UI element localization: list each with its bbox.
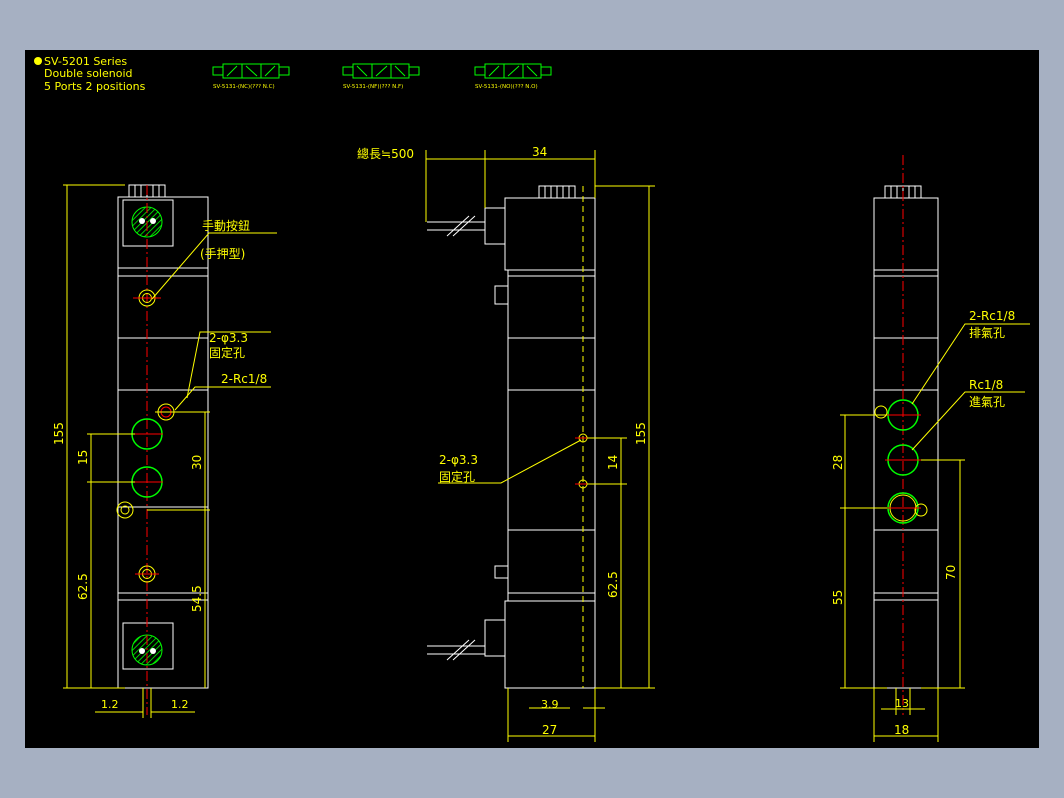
- valve-symbol-nf: SV-5131-(NF)(??? N.F): [342, 63, 420, 90]
- right-dim-18: 18: [894, 723, 909, 737]
- series-title: SV-5201 Series: [44, 55, 127, 68]
- left-dim-30: 30: [190, 455, 204, 470]
- left-dim-155: 155: [52, 422, 66, 445]
- symbol-nc-caption: SV-5131-(NC)(??? N.C): [213, 84, 275, 90]
- right-dim-55: 55: [831, 590, 845, 605]
- right-inlet-label: 進氣孔: [969, 395, 1005, 409]
- valve-symbol-no: SV-5131-(NO)(??? N.O): [474, 63, 552, 90]
- middle-dim-62-5: 62.5: [606, 571, 620, 598]
- middle-dim-27: 27: [542, 723, 557, 737]
- series-bullet: [34, 57, 42, 65]
- symbol-no-caption: SV-5131-(NO)(??? N.O): [475, 84, 538, 90]
- cable-length-label: 總長≒500: [357, 146, 414, 161]
- left-dim-1-2-b: 1.2: [171, 698, 189, 711]
- manual-button-type: (手押型): [200, 247, 245, 261]
- left-dimensions: [63, 184, 277, 718]
- middle-dim-155: 155: [634, 422, 648, 445]
- series-type: Double solenoid: [44, 67, 133, 80]
- left-port-label: 2-Rc1/8: [221, 372, 267, 386]
- right-mount-hole-1: [874, 405, 888, 419]
- right-dim-13: 13: [895, 697, 909, 710]
- middle-dim-34: 34: [532, 145, 547, 159]
- left-mount-hole-label: 固定孔: [209, 345, 245, 360]
- middle-mount-hole-label: 固定孔: [439, 469, 475, 484]
- left-mount-hole-2: [116, 501, 134, 519]
- manual-button-label: 手動按鈕: [202, 219, 250, 233]
- right-exhaust-label: 排氣孔: [969, 326, 1005, 340]
- left-connector-top: [122, 199, 174, 247]
- series-ports: 5 Ports 2 positions: [44, 80, 146, 93]
- drawing-canvas: SV-5201 Series Double solenoid 5 Ports 2…: [34, 55, 1030, 742]
- middle-dim-3-9: 3.9: [541, 698, 559, 711]
- middle-dimensions: [425, 150, 655, 742]
- middle-body-outline: [427, 185, 596, 689]
- cad-viewport[interactable]: SV-5201 Series Double solenoid 5 Ports 2…: [25, 50, 1039, 748]
- valve-symbol-nc: SV-5131-(NC)(??? N.C): [212, 63, 290, 90]
- left-dim-1-2-a: 1.2: [101, 698, 119, 711]
- middle-dim-14: 14: [606, 455, 620, 470]
- series-header: SV-5201 Series Double solenoid 5 Ports 2…: [34, 55, 146, 93]
- right-dimensions: [840, 323, 1030, 742]
- right-mount-hole-2: [914, 503, 928, 517]
- left-view: 155 15 62.5 30 54.5 1.2 1.2 手動按鈕 (手押型) 2…: [52, 184, 277, 718]
- middle-view: 總長≒500 34 155 14 62.5 3.9 27 2-φ3.3 固定孔: [357, 145, 655, 742]
- left-dim-54-5: 54.5: [190, 585, 204, 612]
- left-mount-hole-qty: 2-φ3.3: [209, 331, 248, 345]
- right-exhaust-qty: 2-Rc1/8: [969, 309, 1015, 323]
- right-view: 28 55 70 13 18 2-Rc1/8 排氣孔 Rc1/8 進氣孔: [831, 155, 1030, 742]
- symbol-nf-caption: SV-5131-(NF)(??? N.F): [343, 84, 403, 90]
- left-dim-62-5: 62.5: [76, 573, 90, 600]
- middle-mount-hole-qty: 2-φ3.3: [439, 453, 478, 467]
- left-dim-15: 15: [76, 450, 90, 465]
- right-dim-28: 28: [831, 455, 845, 470]
- left-connector-bottom: [122, 622, 174, 670]
- right-inlet-size: Rc1/8: [969, 378, 1003, 392]
- right-dim-70: 70: [944, 565, 958, 580]
- right-body-outline: [873, 185, 939, 689]
